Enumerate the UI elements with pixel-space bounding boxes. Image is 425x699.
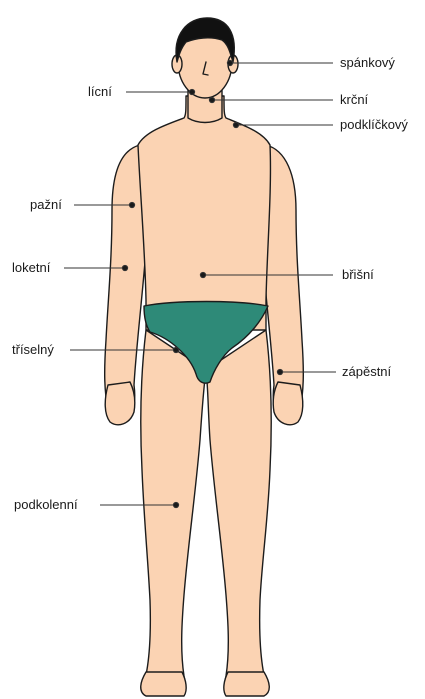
label-spankovy: spánkový	[340, 56, 395, 70]
label-podkolenni: podkolenní	[14, 498, 78, 512]
human-figure	[105, 18, 304, 696]
right-hand	[273, 382, 303, 425]
label-krcni: krční	[340, 93, 368, 107]
label-loketni: loketní	[12, 261, 50, 275]
label-licni: lícní	[88, 85, 112, 99]
torso	[138, 96, 270, 330]
label-pazni: pažní	[30, 198, 62, 212]
label-podklickovy: podklíčkový	[340, 118, 408, 132]
label-brisni: břišní	[342, 268, 374, 282]
right-leg	[206, 330, 271, 695]
right-foot	[224, 672, 269, 696]
left-foot	[141, 672, 186, 696]
label-zapestni: zápěstní	[342, 365, 391, 379]
left-hand	[105, 382, 135, 425]
label-triselny: tříselný	[12, 343, 54, 357]
left-leg	[141, 330, 206, 695]
